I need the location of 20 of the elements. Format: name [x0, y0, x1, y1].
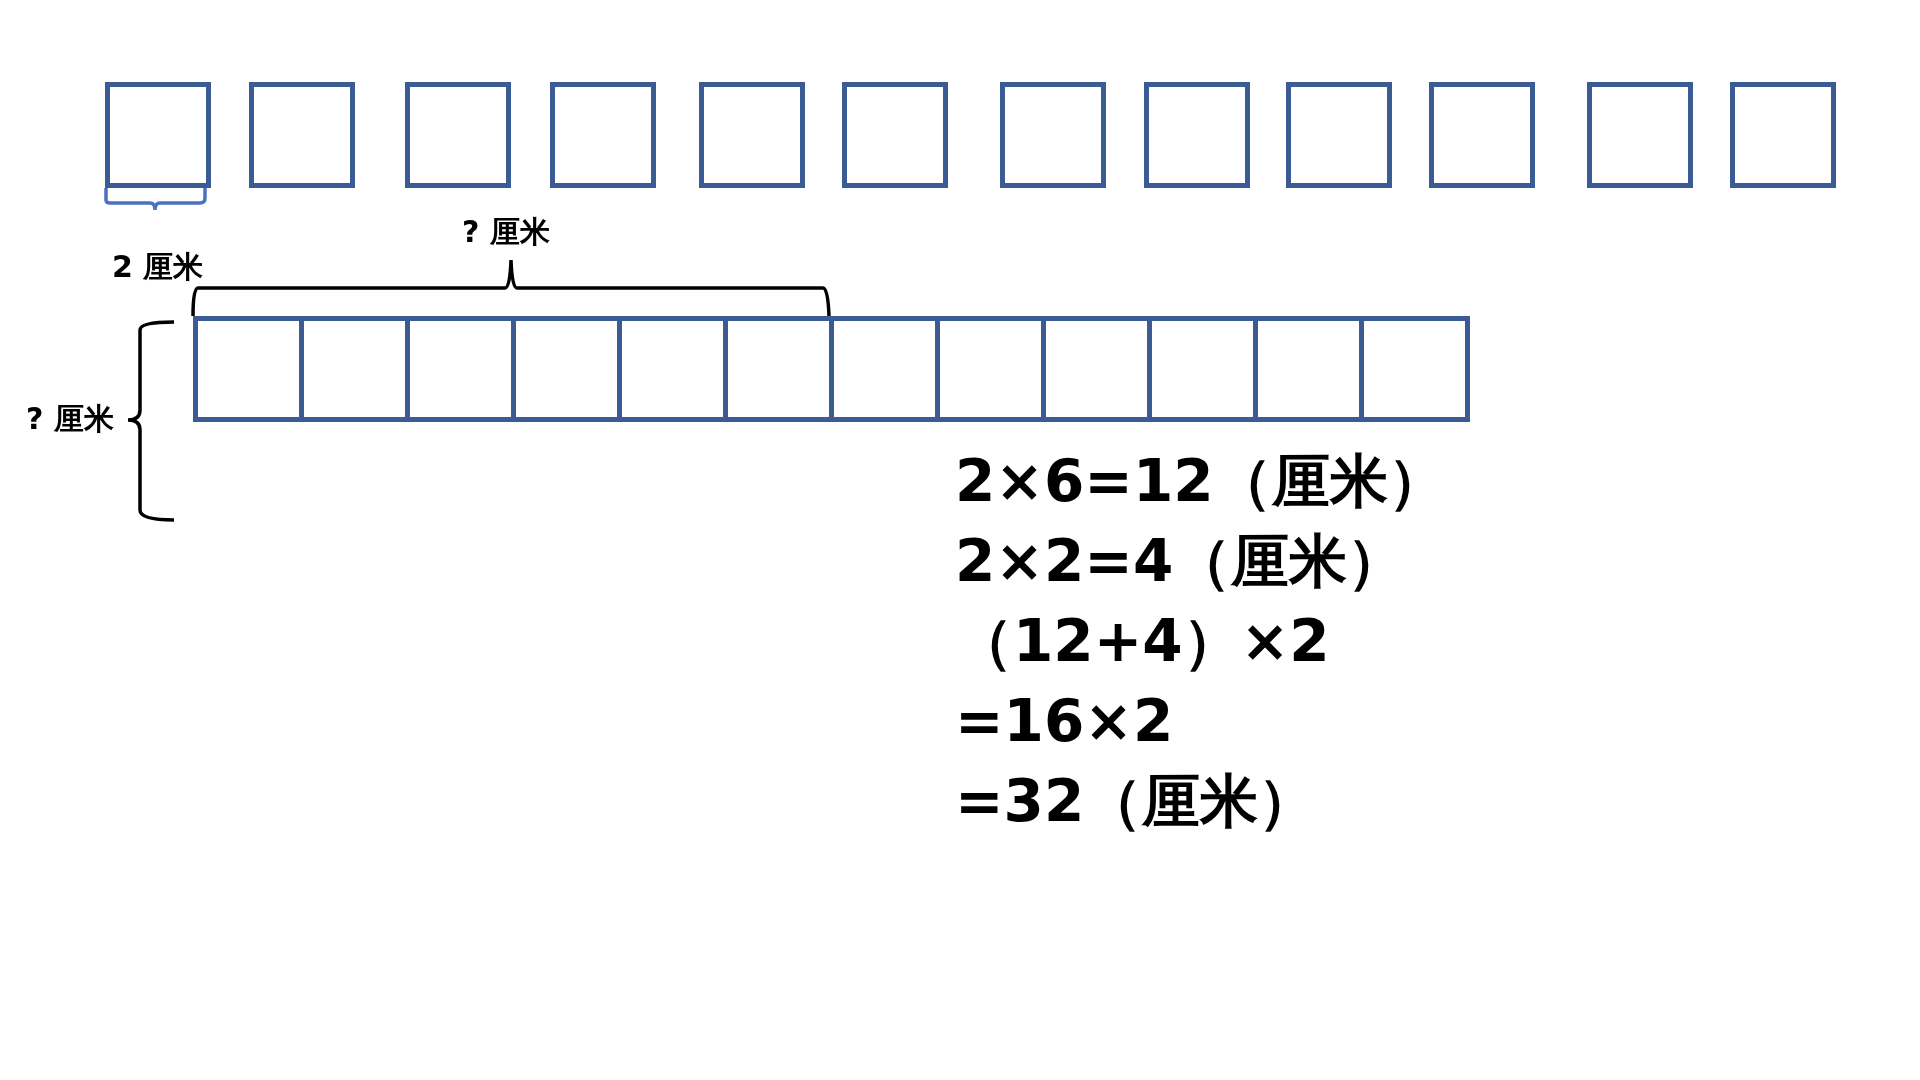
dimension-label: 2 厘米: [112, 250, 204, 283]
equation-text: =16×2: [955, 690, 1174, 754]
square: [1286, 82, 1392, 188]
square: [1429, 82, 1535, 188]
square: [1144, 82, 1250, 188]
square: [249, 82, 355, 188]
square: [405, 82, 511, 188]
square: [550, 82, 656, 188]
equation-text: =32（厘米）: [955, 770, 1317, 834]
square: [105, 82, 211, 188]
square: [842, 82, 948, 188]
dimension-label: ? 厘米: [26, 402, 114, 435]
square: [699, 82, 805, 188]
square: [1000, 82, 1106, 188]
dimension-label: ? 厘米: [462, 215, 550, 248]
equation-text: 2×2=4（厘米）: [955, 530, 1406, 594]
equation-text: （12+4）×2: [955, 610, 1330, 674]
square: [1587, 82, 1693, 188]
square: [1730, 82, 1836, 188]
equation-text: 2×6=12（厘米）: [955, 450, 1446, 514]
